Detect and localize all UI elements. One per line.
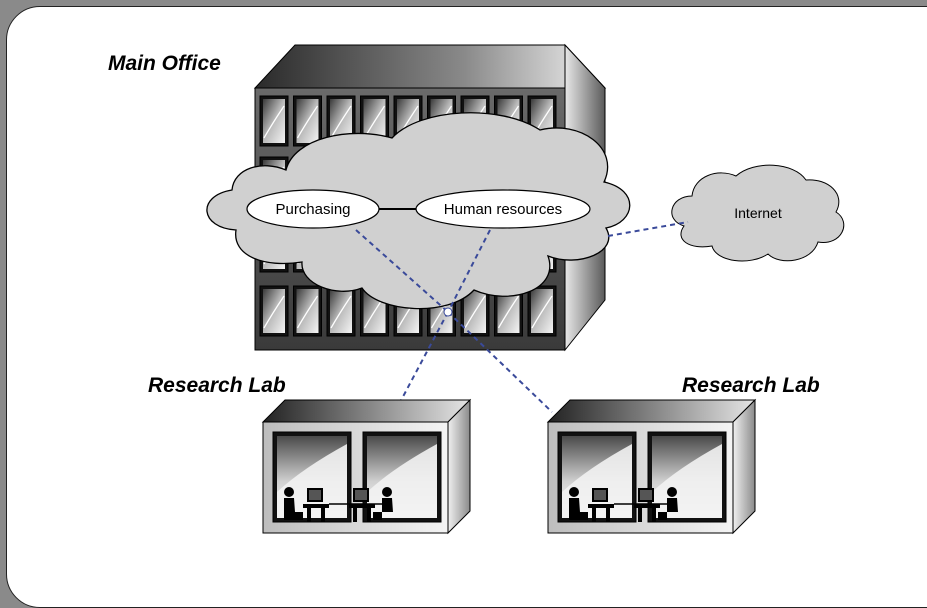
office-window [259,95,289,147]
research-lab-left-label: Research Lab [148,374,286,397]
purchasing-node: Purchasing [246,189,380,229]
lab-window [647,431,727,523]
hr-hub-link [447,229,491,313]
hr-internet-link [607,221,689,237]
internet-label: Internet [734,205,782,221]
purchasing-hub-link [355,229,449,313]
internet-cloud: Internet [671,164,845,262]
human-resources-label: Human resources [444,201,562,218]
workstation-icon [284,487,329,522]
purchasing-label: Purchasing [275,201,350,218]
office-window [293,285,322,337]
research-lab-right-label: Research Lab [682,374,820,397]
hub-lab-right-link [447,311,553,413]
lab-window [362,431,442,523]
main-office-label: Main Office [108,52,221,75]
office-window [527,285,557,337]
research-lab-right-building [546,398,757,535]
office-window [326,285,356,337]
human-resources-node: Human resources [415,189,591,229]
workstation-icon [569,487,614,522]
research-lab-left-building [261,398,472,535]
network-hub [443,307,453,317]
network-diagram: Internet Purchasing Human resources Main… [108,43,845,535]
office-window [293,95,322,147]
office-window [259,285,289,337]
workstation-icon [634,487,678,522]
workstation-icon [349,487,393,522]
